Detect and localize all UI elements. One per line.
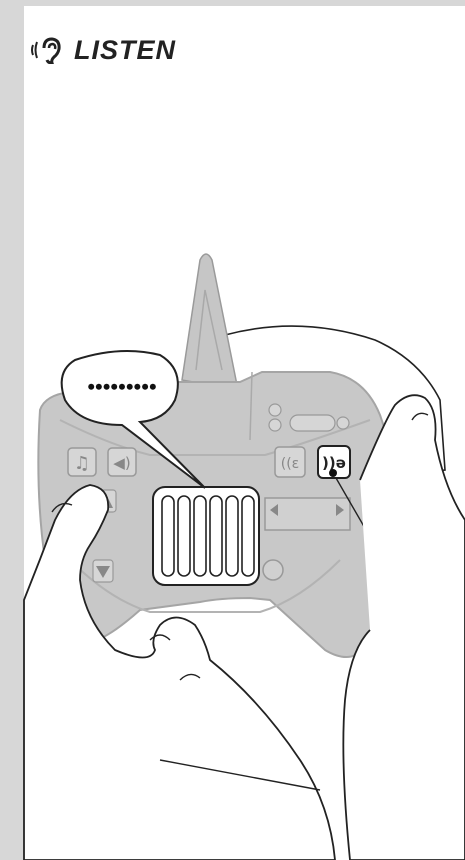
ear-sound-icon — [30, 36, 64, 64]
music-note-icon: ♫ — [74, 453, 90, 474]
section-title: LISTEN — [74, 35, 176, 66]
speaker-icon: ◀) — [113, 454, 130, 472]
talk-icon: ((ε — [281, 456, 300, 472]
speech-bubble-text: ••••••••• — [76, 374, 168, 400]
header: LISTEN — [30, 30, 176, 70]
antenna — [182, 254, 238, 390]
